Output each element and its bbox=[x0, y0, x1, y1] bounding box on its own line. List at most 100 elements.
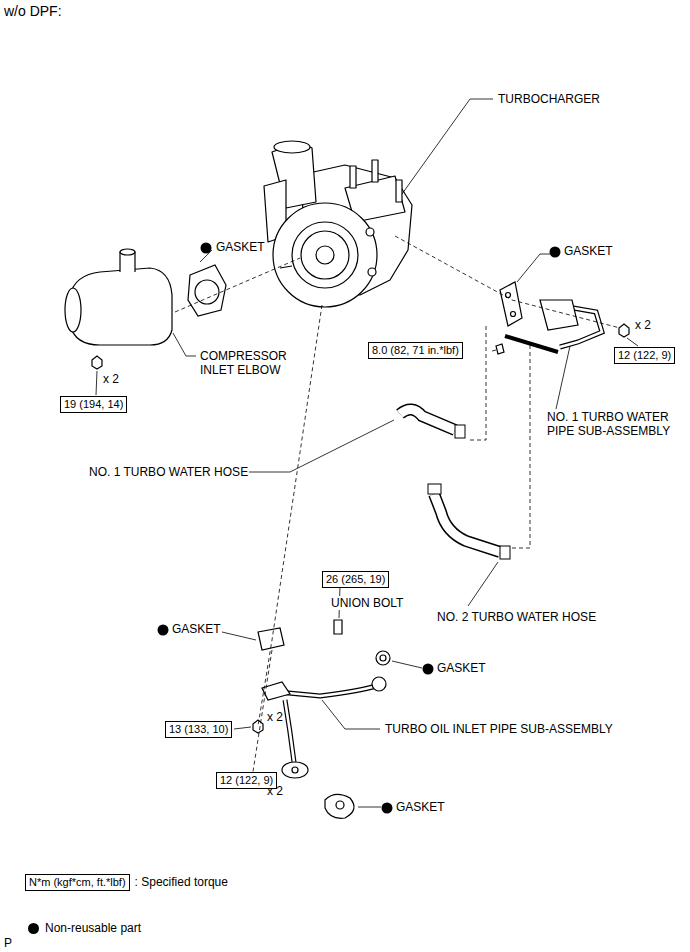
part-name: NO. 2 TURBO WATER HOSE bbox=[436, 610, 597, 624]
drawing-part bbox=[511, 312, 516, 317]
page-code: P bbox=[3, 936, 13, 950]
part-name: COMPRESSOR INLET ELBOW bbox=[199, 349, 297, 377]
part-name: UNION BOLT bbox=[330, 596, 404, 610]
part-name: NO. 1 TURBO WATER HOSE bbox=[88, 465, 249, 479]
drawing-part bbox=[244, 420, 394, 472]
drawing-part bbox=[627, 338, 638, 346]
drawing-part bbox=[517, 254, 550, 282]
drawing-part bbox=[550, 247, 561, 258]
drawing-part bbox=[325, 794, 354, 818]
quantity: x 2 bbox=[102, 372, 120, 386]
leader-lines bbox=[96, 99, 638, 807]
drawing-part bbox=[175, 258, 300, 312]
drawing-part bbox=[285, 700, 294, 762]
compressor-inlet-elbow bbox=[65, 249, 172, 369]
part-name: GASKET bbox=[395, 800, 446, 814]
drawing-part bbox=[540, 300, 578, 330]
drawing-part bbox=[195, 280, 219, 304]
part-name: GASKET bbox=[171, 622, 222, 636]
drawing-part bbox=[400, 409, 455, 430]
drawing-part bbox=[234, 727, 251, 729]
torque-value: N*m (kgf*cm, ft.*lbf) bbox=[29, 876, 126, 889]
drawing-part bbox=[468, 562, 498, 606]
drawing-part bbox=[368, 268, 376, 276]
drawing-part bbox=[334, 620, 342, 634]
assembly-lines bbox=[175, 236, 620, 778]
part-name: TURBO OIL INLET PIPE SUB-ASSEMBLY bbox=[384, 722, 614, 736]
drawing-part bbox=[428, 484, 441, 494]
page-title: w/o DPF: bbox=[3, 3, 63, 19]
part-name: GASKET bbox=[563, 244, 614, 258]
drawing-part bbox=[358, 807, 381, 808]
torque-value: 26 (265, 19) bbox=[326, 573, 385, 586]
quantity: x 2 bbox=[266, 710, 284, 724]
drawing-part bbox=[188, 265, 226, 316]
legend-text: Non-reusable part bbox=[44, 921, 142, 935]
drawing-part bbox=[350, 166, 356, 188]
drawing-part bbox=[376, 651, 390, 665]
torque-box: 12 (122, 9) bbox=[614, 347, 675, 364]
drawing-part bbox=[278, 686, 376, 696]
drawing-part bbox=[512, 345, 530, 548]
water-hoses bbox=[400, 409, 510, 559]
torque-value: 8.0 (82, 71 in.*lbf) bbox=[372, 344, 459, 357]
drawing-part bbox=[468, 326, 486, 440]
drawing-part bbox=[366, 228, 374, 236]
drawing-part bbox=[380, 655, 386, 661]
legend-torque-box: N*m (kgf*cm, ft.*lbf) bbox=[25, 874, 130, 891]
drawing-part bbox=[280, 266, 292, 268]
torque-box: 13 (133, 10) bbox=[165, 721, 232, 738]
water-pipe bbox=[496, 300, 629, 354]
drawing-part bbox=[201, 243, 212, 254]
drawing-part bbox=[173, 333, 196, 356]
drawing-part bbox=[92, 356, 102, 369]
part-name: TURBOCHARGER bbox=[497, 92, 601, 106]
drawing-part bbox=[222, 632, 256, 640]
drawing-part bbox=[158, 625, 169, 636]
drawing-part bbox=[396, 180, 402, 202]
drawing-part bbox=[322, 700, 380, 729]
drawing-part bbox=[285, 700, 294, 762]
torque-value: 12 (122, 9) bbox=[618, 349, 671, 362]
oil-inlet-pipe bbox=[248, 620, 386, 782]
legend-swatch bbox=[28, 923, 39, 934]
drawing-part bbox=[278, 686, 376, 696]
drawing-part bbox=[496, 344, 504, 354]
part-name: GASKET bbox=[215, 240, 266, 254]
drawing-part bbox=[492, 350, 496, 351]
drawing-part bbox=[500, 546, 510, 559]
torque-box: 26 (265, 19) bbox=[322, 571, 389, 588]
drawing-part bbox=[282, 762, 308, 778]
drawing-part bbox=[556, 346, 570, 409]
drawing-part bbox=[434, 494, 500, 552]
drawing-part bbox=[382, 803, 393, 814]
drawing-part bbox=[395, 236, 620, 328]
drawing-part bbox=[292, 222, 358, 288]
drawing-part bbox=[372, 677, 386, 691]
drawing-part bbox=[402, 99, 493, 194]
drawing-part bbox=[500, 282, 522, 326]
torque-value: 12 (122, 9) bbox=[220, 774, 273, 787]
drawing-part bbox=[372, 160, 378, 182]
drawing-part bbox=[253, 720, 263, 733]
drawing-part bbox=[273, 203, 377, 307]
drawing-part bbox=[292, 767, 298, 773]
drawing-part bbox=[505, 336, 558, 352]
turbocharger bbox=[264, 141, 412, 307]
part-name: GASKET bbox=[436, 661, 487, 675]
part-name: NO. 1 TURBO WATER PIPE SUB-ASSEMBLY bbox=[546, 410, 686, 438]
drawing-part bbox=[301, 231, 349, 279]
drawing-part bbox=[455, 425, 465, 438]
drawing-part bbox=[96, 371, 97, 395]
torque-box: 19 (194, 14) bbox=[60, 396, 127, 413]
drawing-part bbox=[423, 664, 434, 675]
legend-text: : Specified torque bbox=[134, 875, 229, 889]
quantity: x 2 bbox=[634, 318, 652, 332]
drawing-part bbox=[274, 141, 310, 153]
drawing-part bbox=[70, 268, 172, 345]
drawing-part bbox=[120, 249, 135, 255]
torque-value: 13 (133, 10) bbox=[169, 723, 228, 736]
torque-value: 19 (194, 14) bbox=[64, 398, 123, 411]
torque-box: 8.0 (82, 71 in.*lbf) bbox=[368, 342, 463, 359]
drawing-part bbox=[392, 661, 422, 668]
